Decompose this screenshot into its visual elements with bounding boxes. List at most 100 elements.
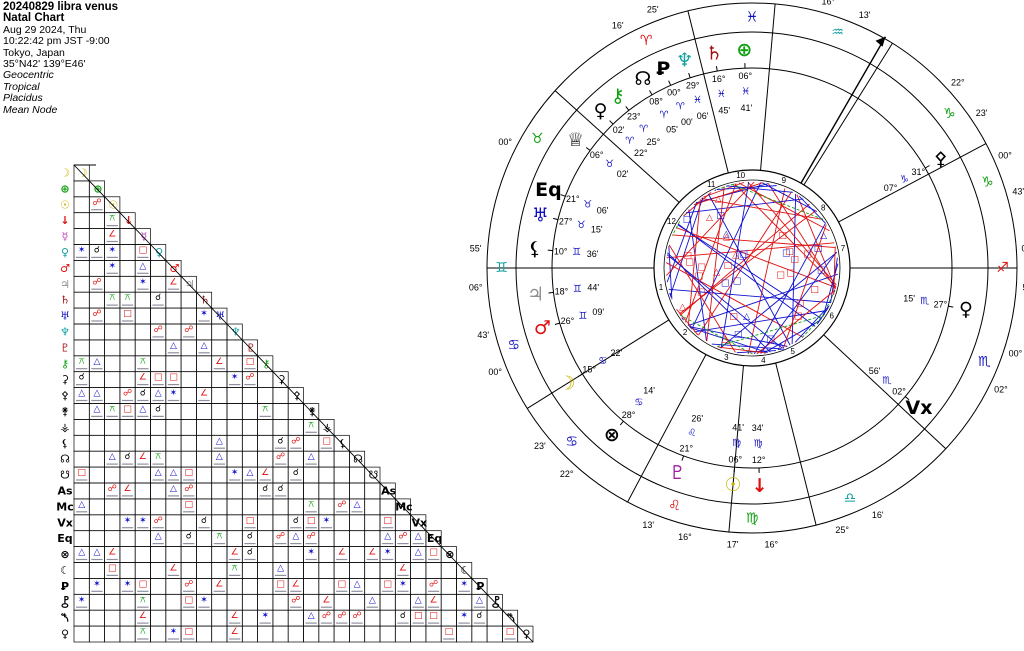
aspect-glyph-icon: △	[109, 452, 116, 462]
aspect-glyph-icon: △	[308, 611, 315, 621]
pholus-icon: Ꝑ	[656, 58, 670, 80]
aspect-marker-icon: □	[683, 215, 692, 225]
aspect-glyph-icon: △	[78, 389, 85, 399]
aspect-marker-icon: □	[810, 285, 819, 295]
mars-icon: ♀	[155, 246, 163, 259]
chiron-icon: ⚷	[611, 85, 625, 107]
aspect-line	[670, 197, 704, 296]
aspect-glyph-icon: ☍	[276, 532, 285, 542]
earth-icon: ⊕	[60, 182, 69, 195]
planet-tick	[560, 194, 566, 197]
aspect-glyph-icon: ✶	[170, 389, 178, 399]
aspect-glyph-icon: △	[292, 532, 299, 542]
aspect-glyph-icon: ☌	[125, 452, 131, 462]
aspect-marker-icon: □	[785, 247, 794, 257]
grid-diagonal-line	[303, 403, 320, 420]
aspect-line	[683, 192, 712, 217]
aspect-marker-icon: □	[776, 271, 785, 281]
aspect-line	[677, 223, 816, 327]
planet-minute: 05'	[666, 124, 678, 134]
aspect-line	[698, 191, 792, 336]
aspect-line	[672, 234, 836, 249]
chiron-icon: ♇	[246, 341, 256, 354]
aspect-glyph-icon: ∠	[215, 357, 223, 367]
aspect-glyph-icon: ∠	[338, 548, 346, 558]
aspect-glyph-icon: △	[415, 548, 422, 558]
planet-degree: 06°	[728, 454, 742, 464]
juno-icon: ⚴	[934, 148, 948, 170]
planet-tick	[649, 90, 653, 96]
grid-diagonal-line	[119, 212, 136, 229]
grid-diagonal-line	[364, 466, 381, 484]
vesta-icon: ⚵	[308, 405, 316, 418]
planet-sign-icon: ♈	[639, 124, 648, 135]
planet-minute: 15'	[903, 294, 915, 304]
aspect-marker-icon: □	[766, 335, 775, 345]
neptune-icon: ♅	[60, 310, 70, 323]
aspect-glyph-icon: ⚻	[308, 420, 314, 430]
mercury-icon: ↓	[60, 214, 69, 227]
house-cusp-line	[554, 90, 680, 203]
system-tropical: Tropical	[3, 80, 40, 93]
planet-degree: 23°	[627, 112, 641, 122]
lilith-icon: ⚸	[528, 238, 542, 260]
aspect-marker-icon: □	[803, 249, 812, 259]
planet-tick	[625, 106, 630, 111]
aspect-glyph-icon: ☍	[184, 484, 193, 494]
aspect-glyph-icon: ☍	[429, 579, 438, 589]
aspect-marker-icon: □	[729, 312, 738, 322]
aspect-glyph-icon: □	[184, 500, 193, 510]
cusp-sign-icon: ♌	[668, 498, 681, 514]
aspect-glyph-icon: ☍	[322, 611, 331, 621]
aspect-glyph-icon: ∠	[108, 548, 116, 558]
grid-diagonal-line	[73, 164, 90, 182]
aspect-glyph-icon: ✶	[261, 611, 269, 621]
aspect-marker-icon: □	[739, 250, 748, 260]
part-fortune-icon: ☋	[60, 469, 70, 482]
aspect-glyph-icon: △	[415, 532, 422, 542]
aspect-glyph-icon: ☍	[92, 277, 101, 287]
planet-minute: 15'	[591, 224, 603, 234]
moon-icon: ☽	[559, 373, 576, 395]
neptune-icon: ♅	[215, 310, 225, 323]
sun-icon: ☉	[108, 198, 118, 211]
aspect-line	[716, 183, 735, 191]
planet-sign-icon: ♉	[577, 220, 586, 231]
aspect-glyph-icon: ∠	[322, 595, 330, 605]
grid-diagonal-line	[394, 498, 411, 516]
aspect-glyph-icon: ∠	[231, 548, 239, 558]
aspect-glyph-icon: ✶	[78, 595, 86, 605]
planet-tick	[585, 147, 591, 151]
aspect-line	[761, 182, 818, 213]
aspect-line	[679, 314, 753, 355]
aspect-line	[677, 224, 822, 320]
aspect-glyph-icon: △	[93, 389, 100, 399]
aspect-glyph-icon: □	[184, 627, 193, 637]
planet-degree: 00°	[667, 88, 681, 98]
midheaven-arrow-icon	[875, 36, 886, 47]
aspect-line	[707, 193, 791, 346]
aspect-marker-icon: □	[695, 272, 704, 282]
saturn-icon: ♃	[60, 278, 70, 291]
chart-info: 20240829 libra venus Natal Chart Aug 29 …	[3, 1, 118, 116]
aspect-glyph-icon: ✶	[307, 548, 315, 558]
aspect-glyph-icon: ⚻	[140, 595, 146, 605]
aspect-glyph-icon: △	[139, 404, 146, 414]
planet-tick	[681, 455, 685, 461]
house-number: 5	[791, 347, 796, 356]
planet-tick	[924, 165, 930, 169]
aspect-glyph-icon: ☌	[293, 516, 299, 526]
planet-minute: 25°	[647, 137, 661, 147]
planet-minute: 02'	[617, 169, 629, 179]
aspect-marker-icon: △	[706, 213, 713, 223]
pholus-icon: Ꝑ	[61, 580, 69, 593]
aspect-glyph-icon: ✶	[139, 516, 147, 526]
aspect-marker-icon: △	[732, 250, 739, 260]
planet-degree: 15°	[582, 365, 596, 375]
aspect-glyph-icon: ☍	[184, 579, 193, 589]
house-cusp-line	[527, 319, 670, 409]
cusp-minute: 43'	[1012, 187, 1024, 197]
aspect-glyph-icon: ☍	[108, 484, 117, 494]
aspect-glyph-icon: ∠	[139, 373, 147, 383]
